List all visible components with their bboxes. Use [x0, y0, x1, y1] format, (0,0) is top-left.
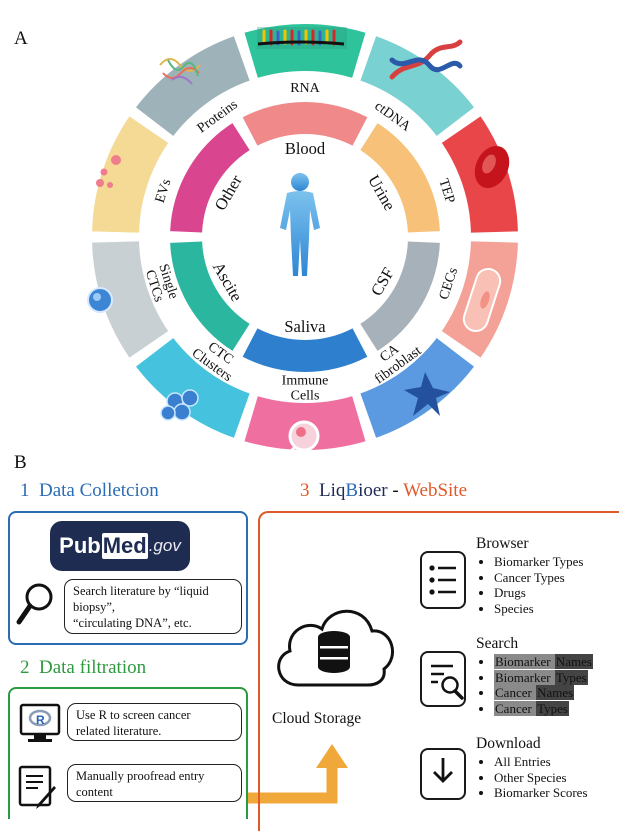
download-item: Biomarker Scores [494, 785, 588, 801]
outer-ring-label: EVs [153, 177, 175, 205]
search-item-word: Biomarker [494, 669, 555, 685]
download-item: Other Species [494, 770, 588, 786]
outer-ring-segment [359, 36, 474, 138]
panel-a-label: A [14, 28, 28, 49]
download-title: Download [476, 735, 541, 752]
section-3-website: WebSite [403, 480, 468, 501]
outer-ring-label: TEP [435, 177, 457, 206]
browser-item: Drugs [494, 585, 583, 601]
search-item: Cancer Names [494, 685, 593, 701]
data-collection-box [8, 511, 248, 645]
section-3-dash: - [387, 480, 404, 501]
inner-ring-segment [360, 241, 440, 351]
inner-ring-segment [360, 123, 440, 233]
magnifier-icon [16, 583, 53, 625]
search-item: Biomarker Types [494, 669, 593, 686]
search-item: Biomarker Names [494, 654, 593, 670]
browser-item: Biomarker Types [494, 554, 583, 570]
outer-ring-label: RNA [290, 81, 320, 96]
outer-ring-segment [92, 241, 171, 358]
search-item-word: Names [536, 685, 575, 701]
data-filtration-box [8, 687, 248, 819]
search-item-word: Names [554, 654, 593, 669]
inner-ring-segment [170, 123, 250, 233]
section-1-title: 1 Data Colletcion [20, 480, 159, 501]
r-screen-box: Use R to screen cancer related literatur… [67, 703, 242, 741]
section-3-number: 3 [300, 480, 310, 501]
red-blood-cell-icon [474, 145, 510, 189]
r-screen-line: Use R to screen cancer [76, 708, 191, 722]
manual-proofread-line: content [76, 785, 113, 799]
inner-ring [170, 102, 440, 373]
list-icon [420, 551, 466, 609]
outer-ring-segment [136, 36, 251, 138]
section-3-ioer: ioer [358, 480, 388, 501]
immune-cell-icon [288, 420, 320, 450]
outer-ring-segment [359, 336, 474, 438]
browser-item: Cancer Types [494, 570, 583, 586]
r-monitor-icon: R [19, 703, 61, 742]
download-item: All Entries [494, 754, 588, 770]
search-literature-box: Search literature by “liquid biopsy”, “c… [64, 579, 242, 634]
section-2-title: 2 Data filtration [20, 657, 147, 678]
browser-feature: Browser Biomarker Types Cancer Types Dru… [476, 534, 583, 617]
search-title: Search [476, 635, 519, 652]
protein-structure-icon [159, 58, 201, 85]
proofread-document-icon [18, 765, 56, 809]
search-item: Cancer Types [494, 701, 593, 717]
extracellular-vesicles-icon [96, 155, 121, 188]
pubmed-logo-gov: .gov [148, 536, 181, 555]
ring-diagram: BloodUrineCSFSalivaAsciteOtherRNActDNATE… [87, 23, 518, 450]
search-item-word: Cancer [494, 685, 537, 701]
search-literature-line: Search literature by “liquid [73, 584, 209, 598]
search-document-icon [420, 651, 466, 707]
human-body-icon [280, 173, 320, 276]
r-screen-line: related literature. [76, 724, 162, 738]
manual-proofread-line: Manually proofread entry [76, 769, 205, 783]
inner-ring-label: Saliva [284, 317, 326, 336]
inner-ring-label: Blood [285, 139, 326, 158]
search-item-word: Cancer [494, 701, 537, 717]
section-3-liq: Liq [319, 480, 346, 501]
browser-item: Species [494, 601, 583, 617]
download-feature: Download All Entries Other Species Bioma… [476, 734, 588, 801]
search-item-word: Types [536, 701, 569, 717]
manual-proofread-box: Manually proofread entry content [67, 764, 242, 802]
search-literature-line: biopsy”, [73, 600, 116, 614]
browser-title: Browser [476, 535, 529, 552]
search-item-word: Types [554, 669, 588, 685]
rna-pictogram-icon [257, 27, 347, 49]
database-icon [318, 631, 350, 673]
search-feature: Search Biomarker Names Biomarker Types C… [476, 634, 593, 717]
outer-ring-segment [136, 336, 251, 438]
outer-ring-segment [92, 116, 171, 233]
cloud-storage-icon [277, 609, 394, 687]
pubmed-logo-pub: Pub [59, 533, 101, 558]
inner-ring-segment [242, 102, 368, 146]
inner-ring-segment [242, 328, 368, 373]
website-box [258, 511, 619, 831]
inner-ring-segment [170, 241, 250, 351]
ctc-cluster-icon [160, 389, 199, 421]
section-3-title: 3 LiqBioer - WebSite [300, 480, 467, 502]
svg-text:R: R [36, 713, 45, 727]
search-item-word: Biomarker [494, 654, 555, 669]
single-ctc-icon [87, 287, 113, 313]
fibroblast-icon [404, 372, 450, 416]
download-icon [420, 748, 466, 800]
panel-b-label: B [14, 452, 27, 473]
ring-pictograms [87, 27, 510, 450]
panel-a: A [14, 23, 518, 450]
dna-helix-icon [389, 39, 463, 80]
pubmed-logo-med: Med [101, 533, 148, 559]
flow-arrow-icon [248, 744, 348, 804]
endothelial-cell-icon [462, 267, 502, 333]
section-3-b: B [345, 480, 359, 501]
cloud-storage-label: Cloud Storage [272, 710, 362, 727]
search-literature-line: “circulating DNA”, etc. [73, 616, 192, 630]
